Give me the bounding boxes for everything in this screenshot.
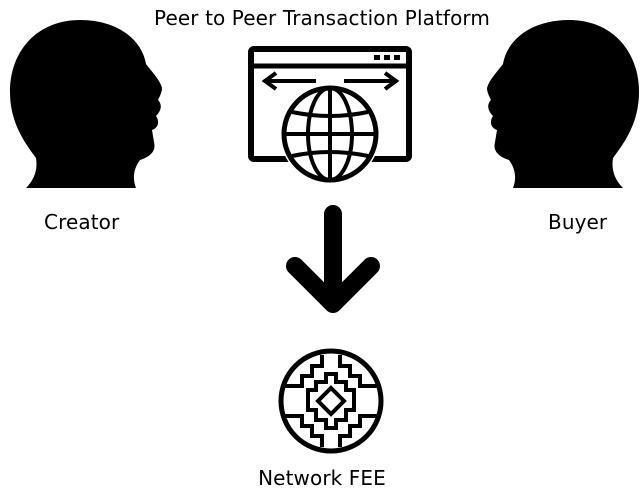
creator-label: Creator	[44, 210, 120, 234]
buyer-label: Buyer	[548, 210, 608, 234]
browser-globe-icon	[248, 46, 412, 184]
network-token-icon	[278, 348, 384, 454]
creator-head-icon	[10, 20, 162, 188]
buyer-head-icon	[487, 20, 639, 188]
diagram-title: Peer to Peer Transaction Platform	[154, 6, 490, 30]
network-fee-label: Network FEE	[258, 466, 386, 490]
arrow-down-icon	[286, 205, 380, 313]
